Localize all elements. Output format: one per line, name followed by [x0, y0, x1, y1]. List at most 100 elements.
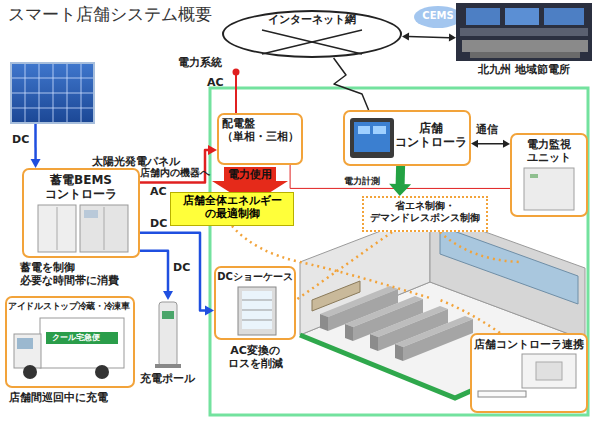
shelf-side [395, 344, 403, 361]
cabinet [38, 205, 76, 252]
control-dotted-box: 省エネ制御・ デマンドレスポンス制御 [362, 196, 488, 232]
box-label: 省エネ制御・ デマンドレスポンス制御 [365, 200, 485, 224]
connector [140, 145, 217, 182]
connector-line [34, 124, 37, 160]
control-link-dotted [440, 232, 520, 262]
cabinet-door [57, 207, 58, 250]
cell-line [12, 108, 93, 109]
cell-line [12, 78, 93, 79]
connector-label: 通信 [476, 124, 498, 137]
dc-showcase-device [238, 287, 276, 335]
screen-display [354, 122, 390, 152]
charging-pole-illustration [155, 302, 181, 368]
truck-wheel [23, 365, 37, 379]
control-link-dotted [440, 300, 500, 333]
connector-line [140, 233, 206, 311]
note-label: 店舗内の機器へ [140, 167, 210, 179]
linked-devices [478, 354, 576, 397]
connector-line [477, 143, 503, 145]
showcase-shelf [242, 300, 272, 301]
connector-label: 電力計測 [344, 176, 380, 187]
box-label: 充電ポール [140, 373, 195, 386]
connector [389, 166, 411, 196]
optimization-box: 店舗全体エネルギー の最適制御 [170, 192, 294, 226]
box-label: 北九州 地域節電所 [478, 64, 570, 77]
photo-screen [466, 8, 500, 25]
network-ellipse: インターネット網 [222, 10, 402, 58]
showcase-shelf [242, 310, 272, 311]
note-label: 電力系統 [178, 57, 222, 70]
note-label: クール宅急便 [52, 333, 100, 342]
arrow-head [471, 140, 478, 148]
connector-line [396, 166, 405, 185]
connector [471, 140, 510, 148]
screen-widget [358, 126, 370, 134]
shelf-side [370, 334, 378, 351]
connector-label: DC [12, 134, 29, 147]
screen-widget [373, 126, 386, 134]
connector-label: DC [173, 262, 190, 275]
connector [140, 251, 173, 300]
ceiling-unit [522, 354, 576, 388]
monitor-unit-device [524, 168, 574, 210]
cabinet-door [104, 207, 105, 250]
solar-cell-grid [12, 64, 93, 122]
photo-desk [470, 52, 580, 58]
store-boundary [210, 88, 588, 415]
distribution-board-box: 配電盤 （単相・三相） [217, 113, 303, 165]
screen-frame [350, 118, 394, 158]
note-label: AC [207, 77, 224, 90]
showcase-glass [242, 291, 272, 329]
cross-line [262, 30, 362, 54]
device-case [524, 168, 574, 210]
arrow-head [163, 291, 173, 300]
grid-supply-dot [233, 69, 240, 76]
connector-line [140, 251, 168, 292]
box-label: 店舗間巡回中に充電 [9, 392, 108, 405]
box-label: 店舗コントローラ連携 [472, 338, 586, 350]
grid-supply-wire [235, 72, 237, 113]
cross-line [262, 30, 362, 54]
diagram-title: スマート店舗システム概要 [8, 3, 212, 26]
cabinet-panel [84, 210, 98, 218]
box-label: 店舗 コントローラ [395, 121, 467, 149]
device-led [530, 174, 538, 178]
box-label: 配電盤 （単相・三相） [222, 118, 300, 144]
box-label: CEMS [414, 10, 462, 22]
truck-wheel [95, 365, 109, 379]
showcase-body [238, 287, 276, 335]
connector [334, 58, 369, 110]
box-label: アイドルストップ冷蔵・冷凍車 [8, 301, 130, 312]
pole-display [162, 311, 174, 319]
cems-ellipse: CEMS [414, 6, 462, 28]
pole-body [159, 302, 177, 366]
truck-band [46, 332, 118, 344]
box-label: 電力監視 ユニット [513, 139, 585, 165]
connector [402, 33, 456, 42]
shelf-front [403, 319, 473, 361]
truck-cab [14, 334, 41, 368]
arrow-head [205, 305, 214, 315]
internet-cross [262, 30, 362, 54]
cabinet [80, 205, 128, 252]
store-illustration [300, 212, 585, 398]
arrow-head [449, 34, 456, 42]
controller-screen [350, 118, 394, 158]
photo-desk [462, 40, 588, 52]
cell-line [12, 93, 93, 94]
box-label: 蓄電BEMS コントローラ [26, 173, 136, 201]
box-label: AC変換の ロスを削減 [210, 345, 300, 371]
light-tube [478, 391, 526, 397]
ceiling-unit-vent [536, 362, 562, 380]
connector-line [408, 37, 449, 38]
arrow-head [389, 184, 411, 196]
truck-body [40, 318, 124, 368]
truck-illustration [14, 318, 124, 379]
photo-wall [460, 28, 588, 36]
box-label: DCショーケース [216, 271, 294, 283]
box-label: インターネット網 [224, 14, 400, 27]
box-label: 店舗全体エネルギー の最適制御 [172, 195, 292, 221]
